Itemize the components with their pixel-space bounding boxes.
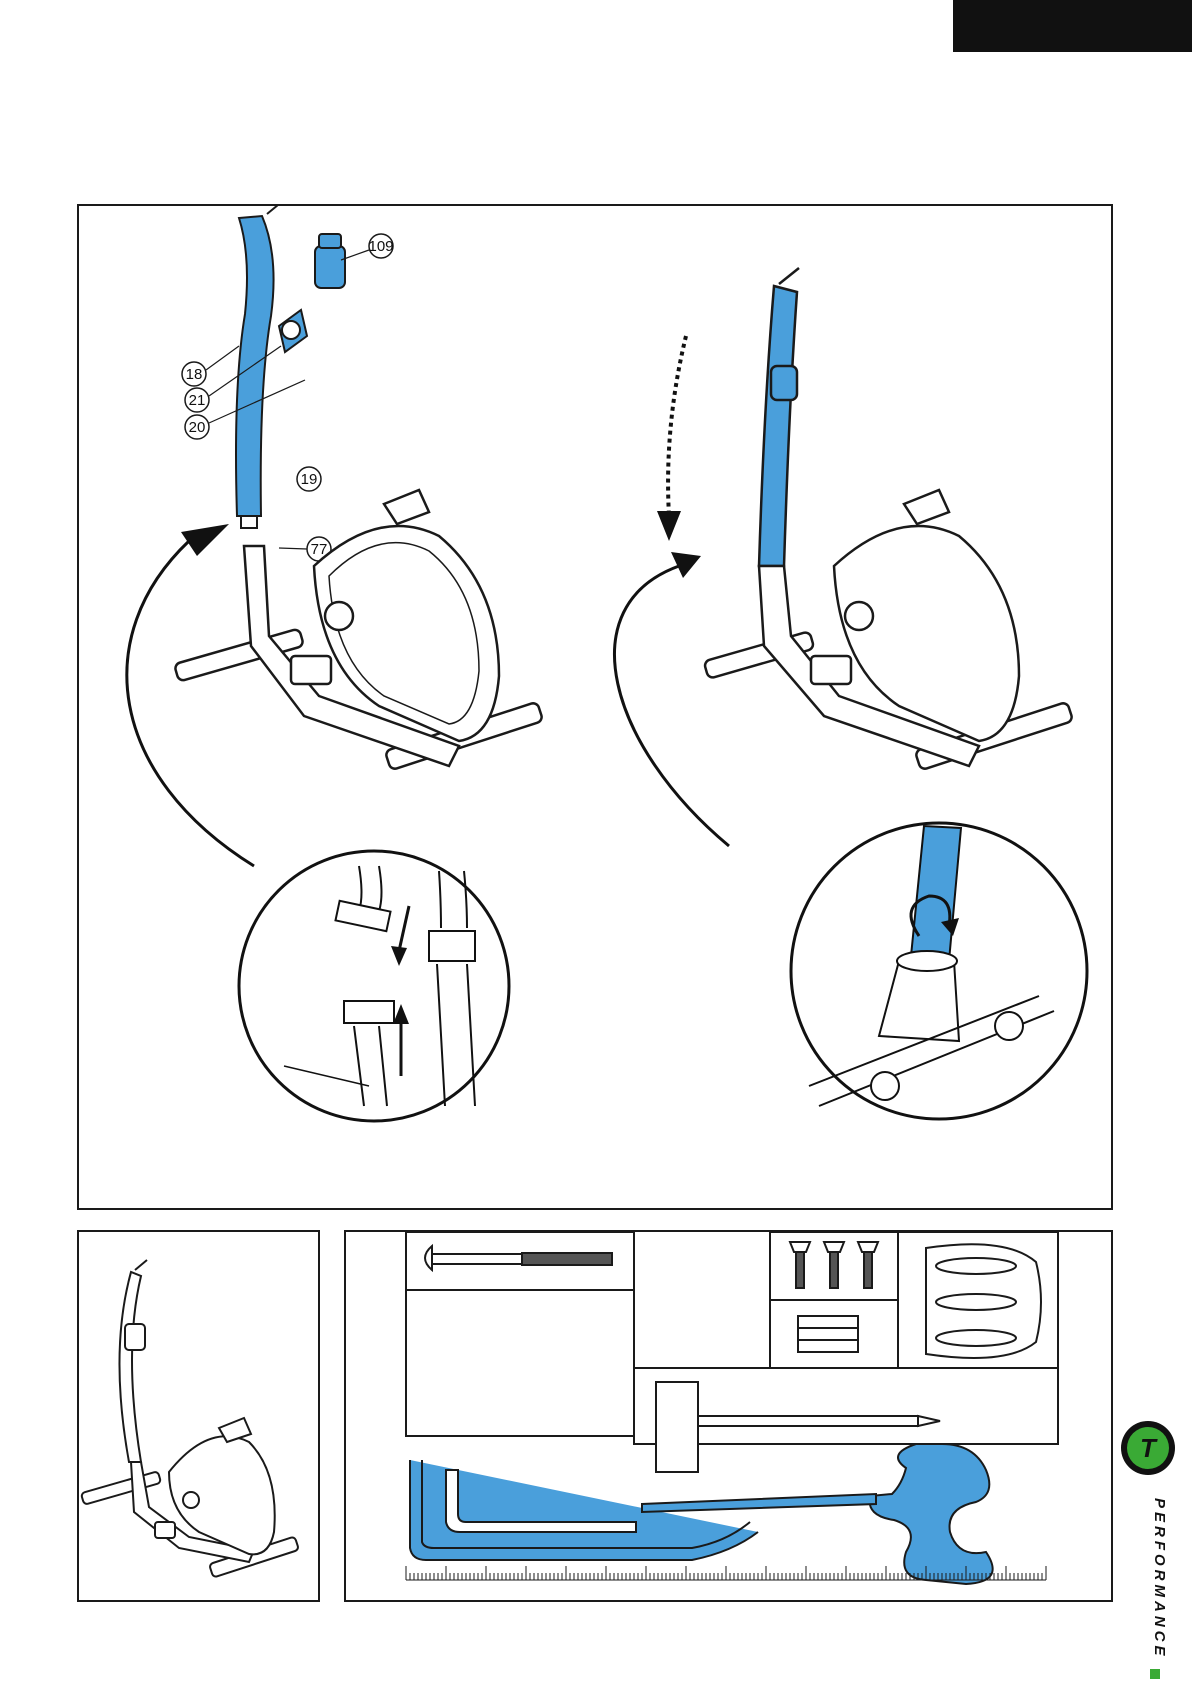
upright-tube-exploded bbox=[236, 206, 284, 528]
connector-detail-circle bbox=[239, 851, 509, 1121]
corner-tab bbox=[953, 0, 1192, 52]
knob-icon bbox=[926, 1244, 1041, 1358]
part-label-109: 109 bbox=[341, 234, 394, 260]
washer-stack-icon bbox=[798, 1316, 858, 1352]
svg-text:21: 21 bbox=[189, 392, 206, 409]
assembled-bike-frame bbox=[77, 1230, 320, 1602]
part-label-19: 19 bbox=[297, 467, 321, 491]
screw-set-icon bbox=[790, 1242, 878, 1288]
water-bottle-part bbox=[315, 234, 345, 288]
svg-text:19: 19 bbox=[301, 471, 318, 488]
curved-arrow-icon-right bbox=[615, 566, 729, 846]
assembly-step-frame: 109 18 21 20 19 77 bbox=[77, 204, 1113, 1210]
hardware-pack-frame bbox=[344, 1230, 1113, 1602]
bike-assembled-right bbox=[704, 268, 1074, 770]
svg-text:18: 18 bbox=[186, 366, 203, 383]
brand-logo: T bbox=[1118, 1418, 1178, 1478]
assembled-bike-illustration bbox=[79, 1232, 318, 1600]
brand-accent-square bbox=[1150, 1669, 1160, 1679]
carriage-bolt-icon bbox=[425, 1246, 612, 1270]
svg-text:20: 20 bbox=[189, 419, 206, 436]
part-label-18: 18 bbox=[182, 346, 239, 386]
svg-text:109: 109 bbox=[368, 238, 393, 255]
curved-arrow-icon bbox=[127, 541, 254, 866]
arrow-head bbox=[181, 524, 229, 556]
logo-letter: T bbox=[1140, 1433, 1158, 1463]
brand-name: PERFORMANCE bbox=[1146, 1498, 1168, 1673]
assembly-illustration: 109 18 21 20 19 77 bbox=[79, 206, 1111, 1208]
hardware-illustration bbox=[346, 1232, 1111, 1600]
bolt-detail-circle bbox=[791, 823, 1087, 1119]
insertion-arrow-icon bbox=[668, 336, 686, 516]
bottle-holder-part bbox=[279, 310, 307, 352]
bike-frame-left bbox=[174, 490, 543, 770]
